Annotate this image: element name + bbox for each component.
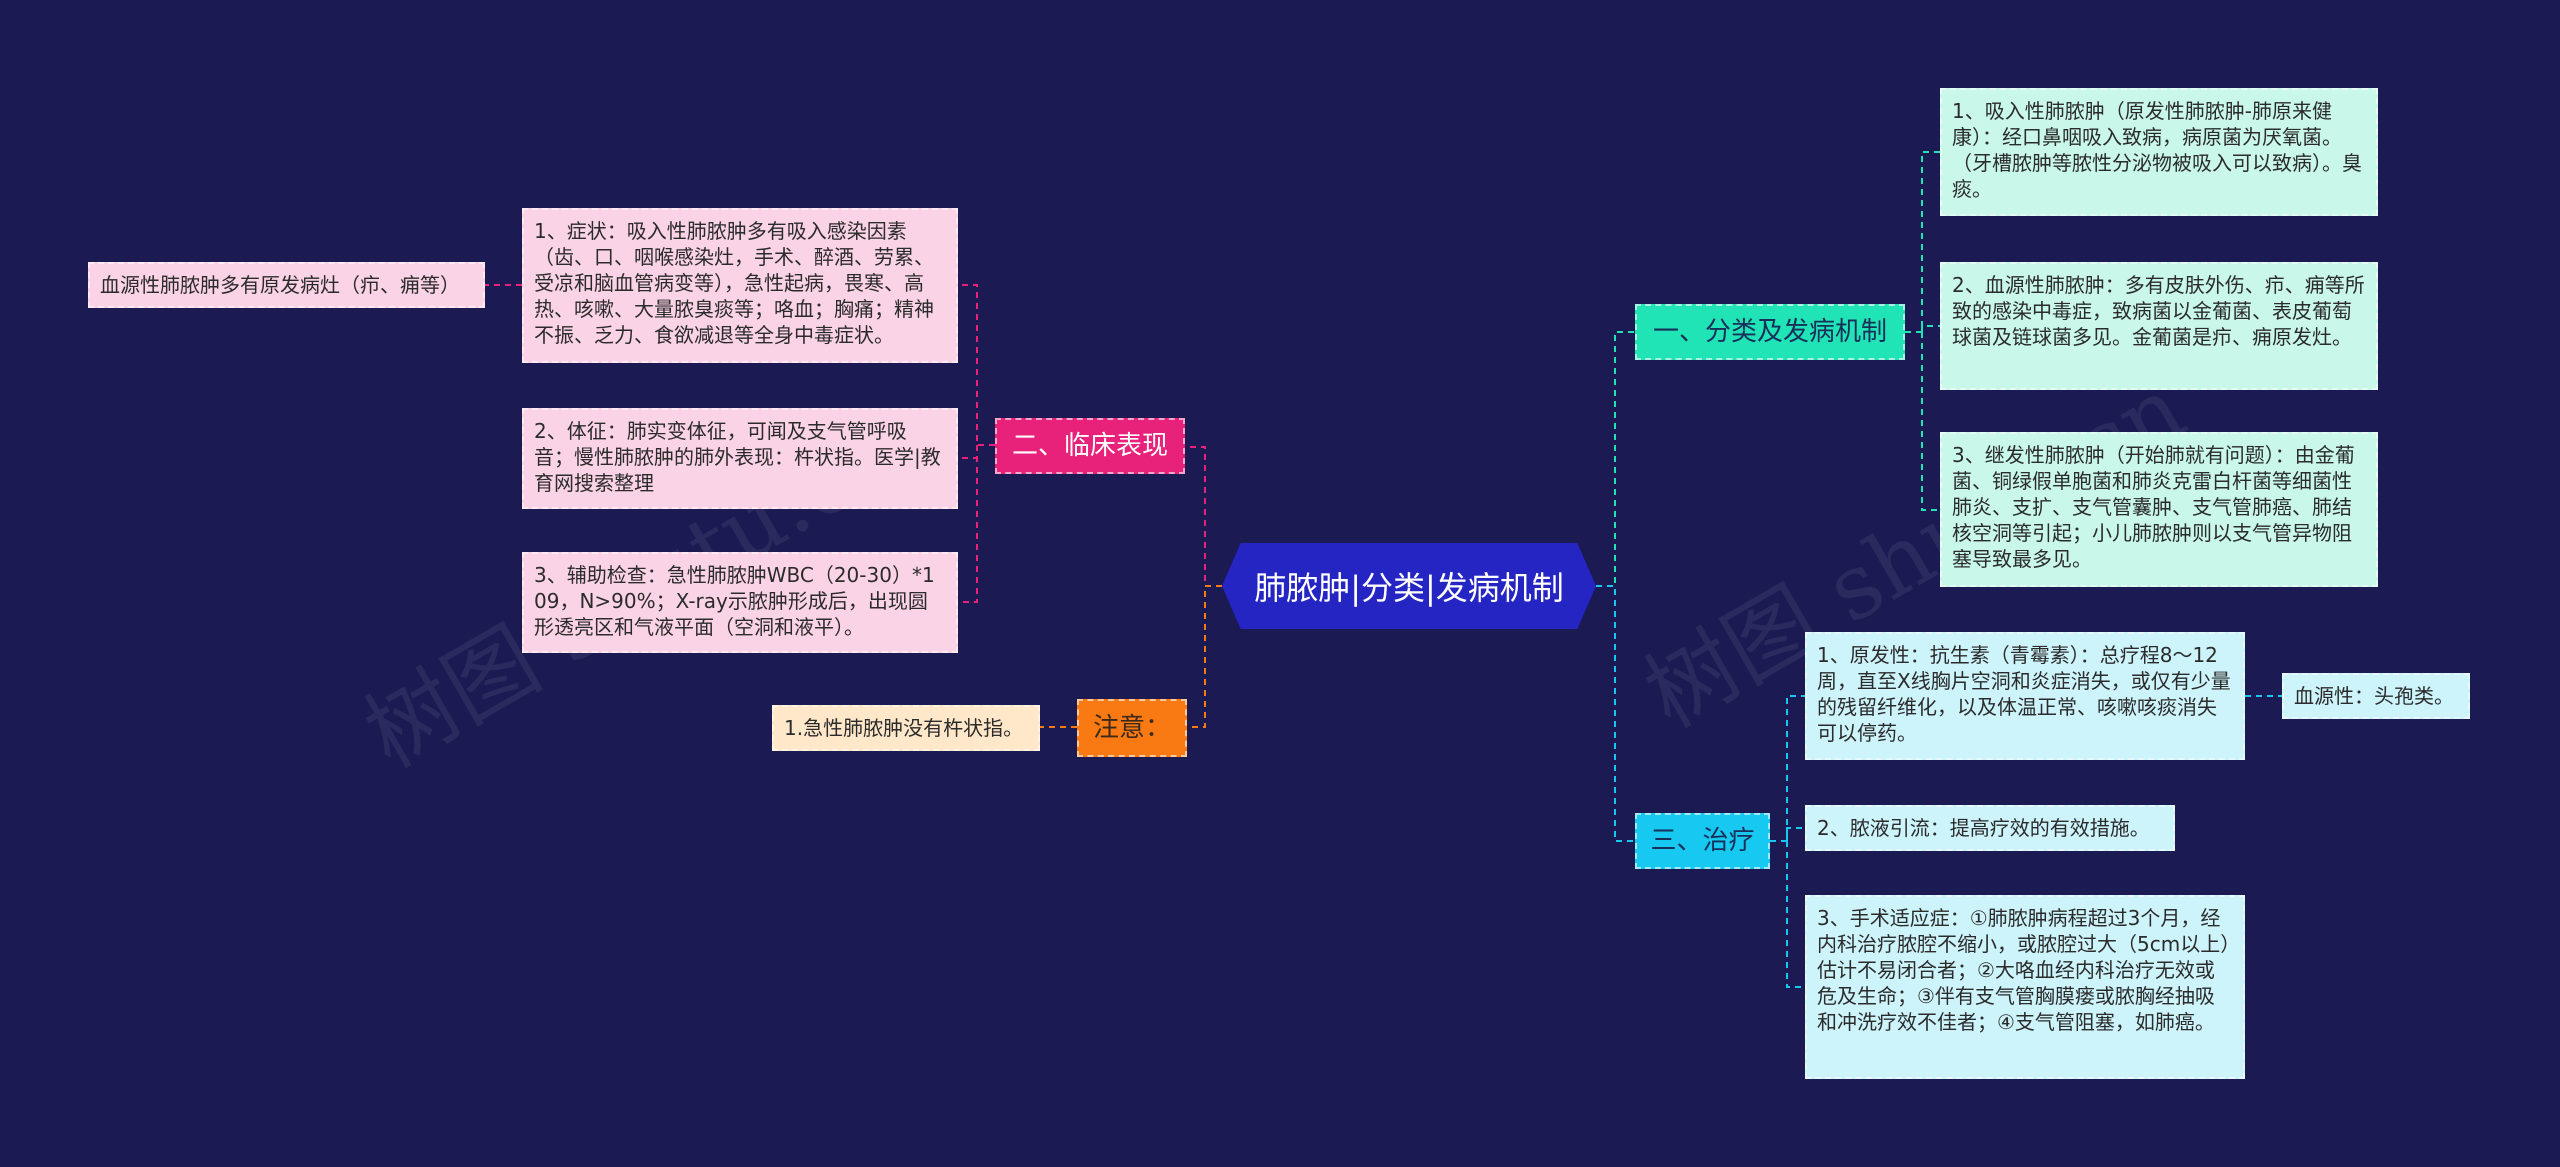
branch-treatment[interactable]: 三、治疗 bbox=[1635, 813, 1770, 869]
treatment-item-antibiotics[interactable]: 1、原发性：抗生素（青霉素）：总疗程8～12周，直至X线胸片空洞和炎症消失，或仅… bbox=[1805, 632, 2245, 760]
central-topic[interactable]: 肺脓肿|分类|发病机制 bbox=[1222, 543, 1596, 629]
classification-item-secondary[interactable]: 3、继发性肺脓肿（开始肺就有问题）：由金葡菌、铜绿假单胞菌和肺炎克雷白杆菌等细菌… bbox=[1940, 432, 2378, 587]
treatment-item-surgery[interactable]: 3、手术适应症：①肺脓肿病程超过3个月，经内科治疗脓腔不缩小，或脓腔过大（5cm… bbox=[1805, 895, 2245, 1079]
note-item-clubbing[interactable]: 1.急性肺脓肿没有杵状指。 bbox=[772, 705, 1040, 751]
clinical-item-signs[interactable]: 2、体征：肺实变体征，可闻及支气管呼吸音；慢性肺脓肿的肺外表现：杵状指。医学|教… bbox=[522, 408, 958, 509]
branch-note[interactable]: 注意： bbox=[1077, 699, 1187, 757]
classification-item-hematogenous[interactable]: 2、血源性肺脓肿：多有皮肤外伤、疖、痈等所致的感染中毒症，致病菌以金葡菌、表皮葡… bbox=[1940, 262, 2378, 390]
treatment-sub-hematogenous[interactable]: 血源性：头孢类。 bbox=[2282, 673, 2470, 719]
branch-clinical-manifestations[interactable]: 二、临床表现 bbox=[995, 418, 1185, 474]
clinical-item-symptoms[interactable]: 1、症状：吸入性肺脓肿多有吸入感染因素（齿、口、咽喉感染灶，手术、醉酒、劳累、受… bbox=[522, 208, 958, 363]
treatment-item-drainage[interactable]: 2、脓液引流：提高疗效的有效措施。 bbox=[1805, 805, 2175, 851]
clinical-item-exams[interactable]: 3、辅助检查：急性肺脓肿WBC（20-30）*109，N>90%；X-ray示脓… bbox=[522, 552, 958, 653]
clinical-sub-hematogenous[interactable]: 血源性肺脓肿多有原发病灶（疖、痈等） bbox=[88, 262, 485, 308]
classification-item-aspiration[interactable]: 1、吸入性肺脓肿（原发性肺脓肿-肺原来健康）：经口鼻咽吸入致病，病原菌为厌氧菌。… bbox=[1940, 88, 2378, 216]
branch-classification[interactable]: 一、分类及发病机制 bbox=[1635, 304, 1905, 360]
